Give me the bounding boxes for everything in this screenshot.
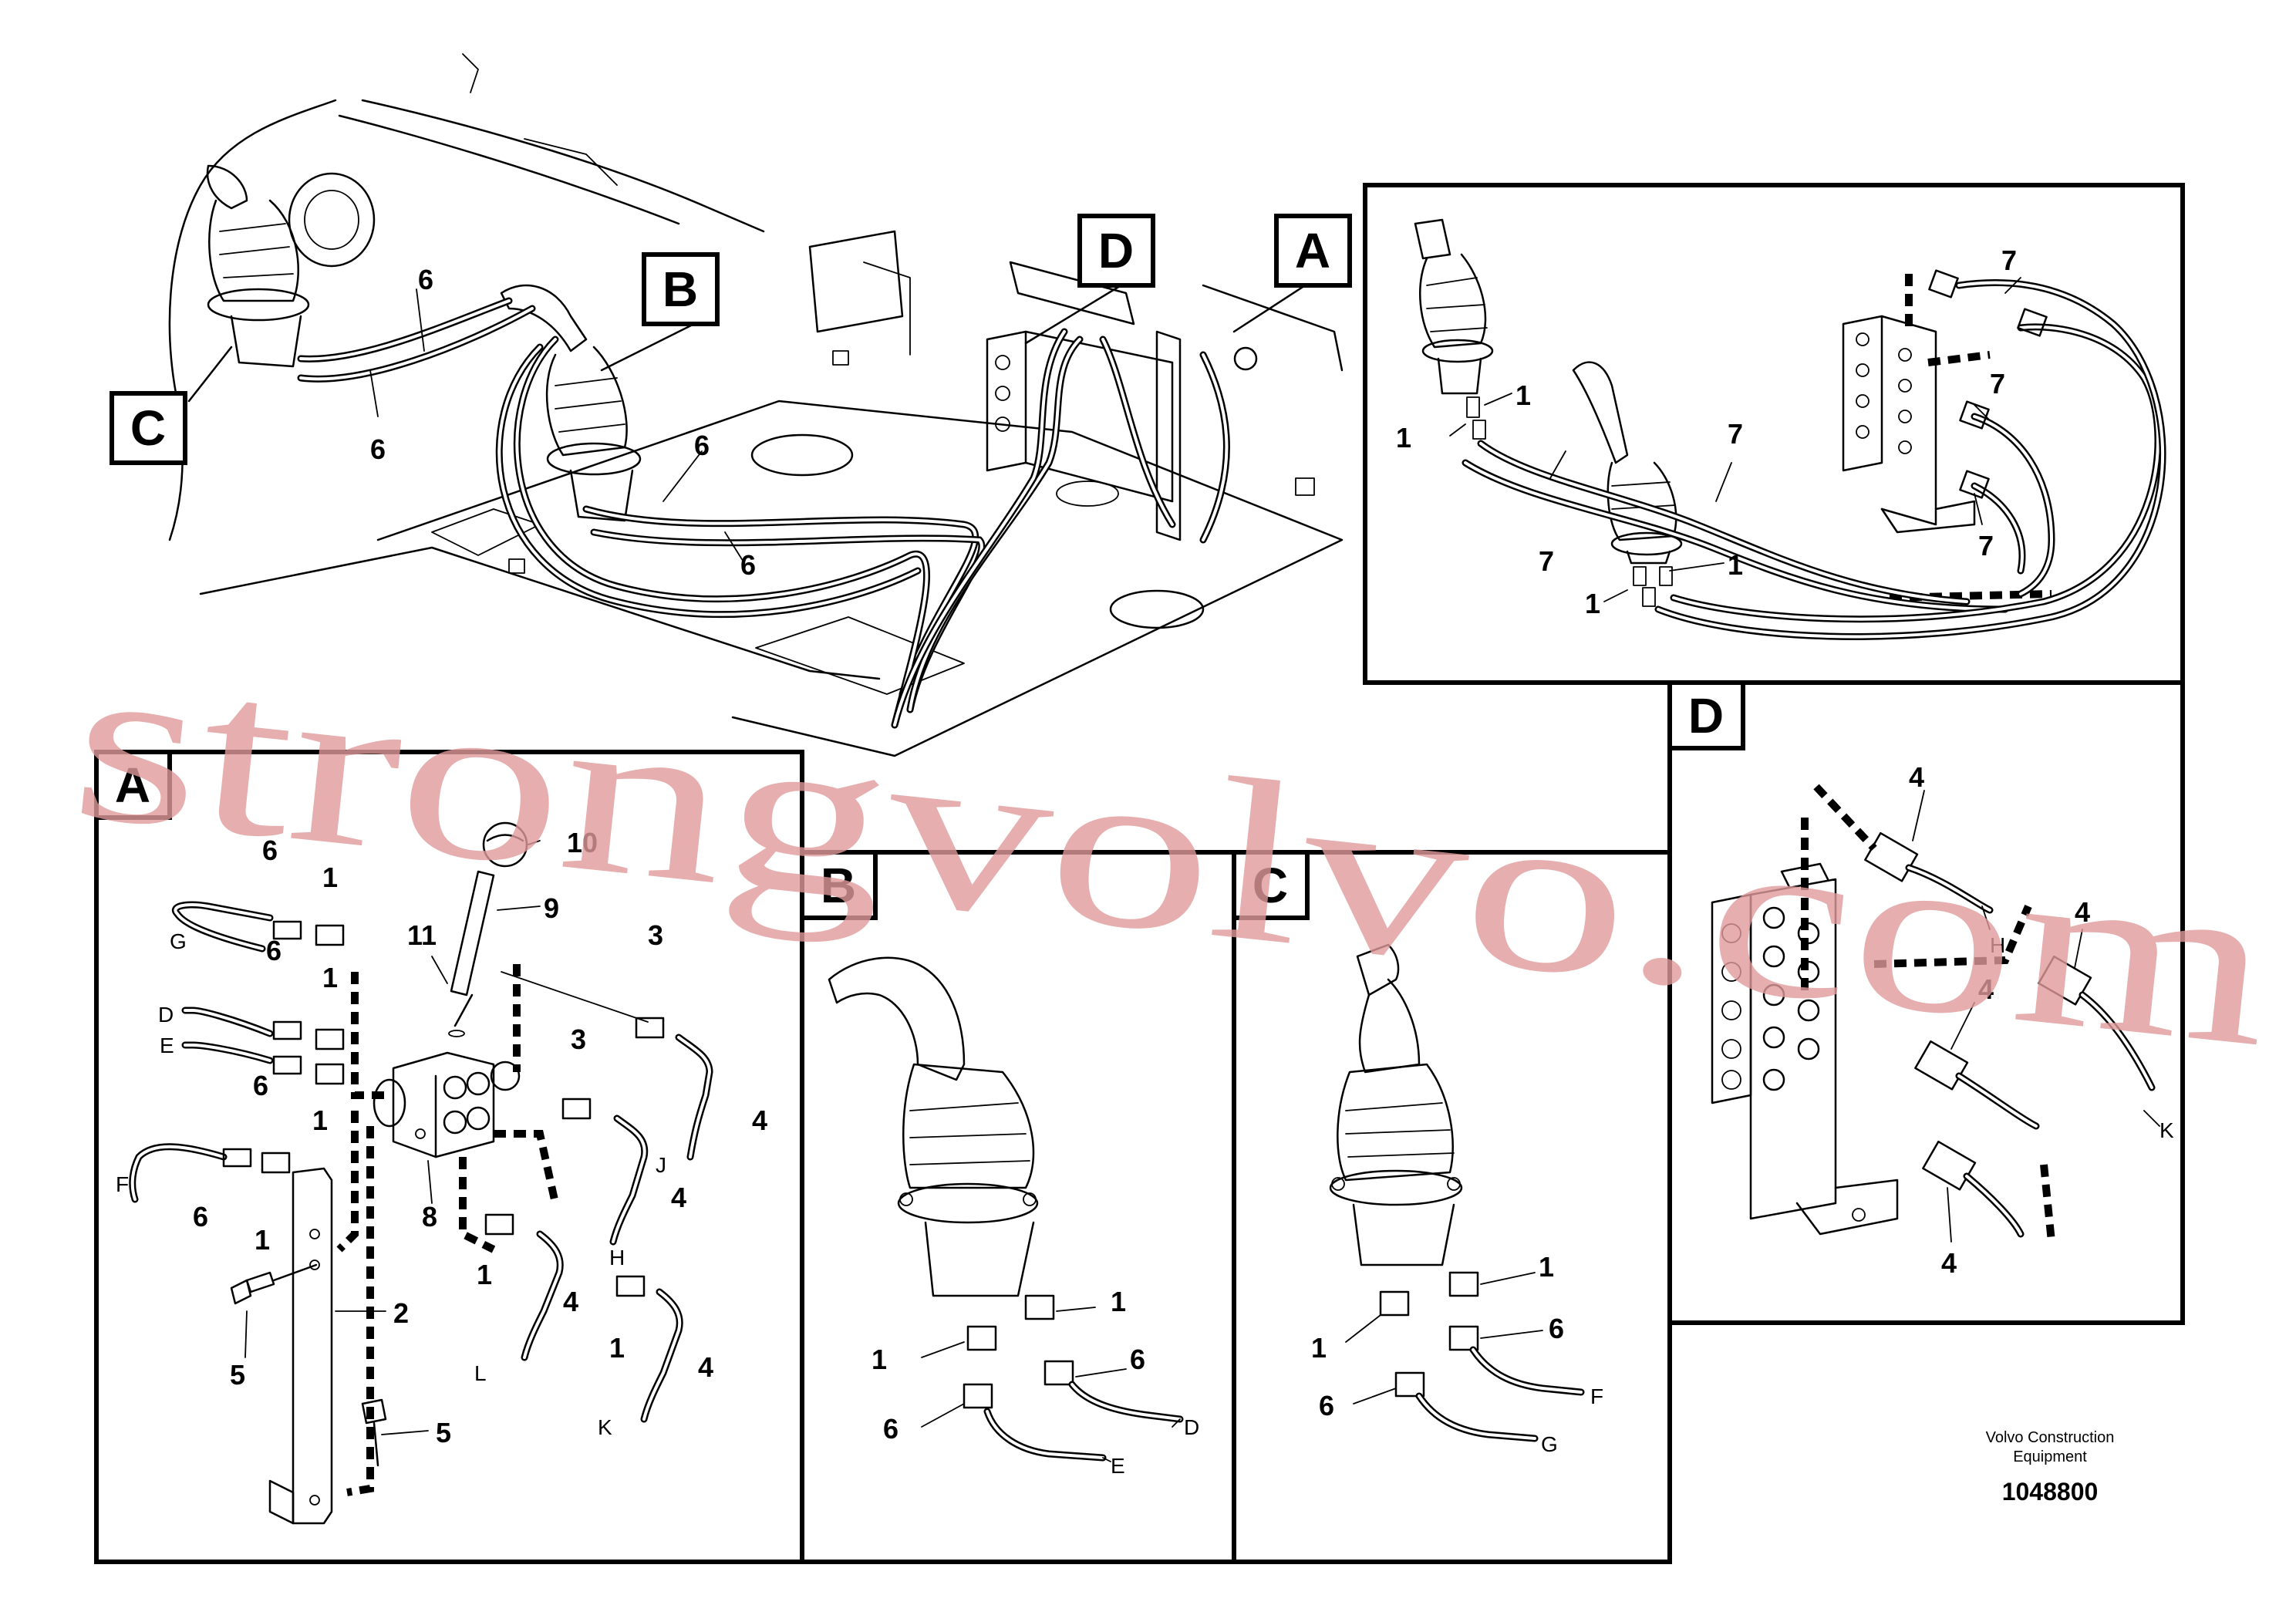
panel-a-label-6-d: 6	[193, 1201, 208, 1233]
panel-label-box-b	[800, 850, 878, 920]
panel-label-box-c	[1232, 850, 1310, 920]
panel-a-hose-j: J	[656, 1153, 666, 1177]
panel-a-label-1-b: 1	[322, 962, 338, 993]
overview-label-6-d: 6	[740, 549, 756, 581]
panel-a-label-6-c: 6	[253, 1070, 268, 1101]
panel-b-label-1-b: 1	[872, 1344, 887, 1375]
panel-a-label-1-f: 1	[609, 1332, 625, 1364]
top-right-label-7-e: 7	[1539, 545, 1554, 577]
top-right-label-1-b: 1	[1396, 422, 1411, 454]
panel-c-label-1-a: 1	[1539, 1251, 1554, 1283]
panel-a-label-1-d: 1	[255, 1224, 270, 1256]
panel-c-hose-f: F	[1590, 1384, 1603, 1408]
panel-b-illustration	[828, 956, 1184, 1462]
top-right-label-7-c: 7	[1978, 530, 1994, 561]
top-right-label-1-c: 1	[1728, 549, 1743, 581]
panel-a-label-6-b: 6	[266, 935, 282, 966]
manufacturer-line-1: Volvo Construction	[1986, 1429, 2115, 1446]
panel-a-label-2: 2	[393, 1297, 409, 1329]
panel-a-label-4-c: 4	[563, 1286, 578, 1317]
detail-panel-c	[1232, 850, 1672, 1564]
panel-d-illustration	[1711, 784, 2160, 1243]
overview-label-6-c: 6	[694, 430, 710, 461]
top-right-label-1-a: 1	[1515, 379, 1531, 411]
overview-label-6-a: 6	[418, 264, 433, 295]
panel-a-hose-h: H	[609, 1246, 625, 1270]
panel-label-a: A	[115, 757, 150, 813]
panel-a-label-4-d: 4	[698, 1351, 713, 1383]
panel-a-label-9: 9	[544, 892, 559, 924]
panel-b-hose-e: E	[1111, 1454, 1125, 1478]
callout-box-a: A	[1274, 214, 1352, 288]
overview-label-6-b: 6	[370, 433, 386, 465]
panel-d-label-4-a: 4	[1909, 761, 1924, 793]
panel-c-illustration	[1329, 943, 1585, 1442]
document-number: 1048800	[2002, 1478, 2099, 1506]
panel-a-label-5-b: 5	[436, 1417, 451, 1448]
svg-text:A: A	[1295, 223, 1330, 278]
panel-b-hose-d: D	[1184, 1415, 1199, 1439]
panel-a-label-1-e: 1	[477, 1259, 492, 1290]
panel-a-hose-l: L	[474, 1361, 487, 1385]
panel-d-hose-h: H	[1990, 933, 2005, 957]
panel-a-hose-e: E	[160, 1034, 174, 1057]
panel-a-label-8: 8	[422, 1201, 437, 1233]
svg-text:B: B	[663, 261, 698, 317]
top-right-illustration	[1414, 218, 2166, 640]
panel-a-label-6-a: 6	[262, 835, 278, 866]
panel-c-label-6-b: 6	[1319, 1390, 1334, 1421]
panel-d-label-4-d: 4	[1941, 1247, 1957, 1279]
top-right-label-1-d: 1	[1585, 588, 1600, 619]
panel-a-illustration	[129, 821, 713, 1525]
panel-d-label-4-c: 4	[1978, 973, 1994, 1005]
top-right-label-7-d: 7	[1728, 418, 1743, 450]
panel-a-label-1-a: 1	[322, 862, 338, 893]
panel-a-hose-d: D	[158, 1003, 174, 1027]
panel-label-c: C	[1253, 858, 1288, 913]
panel-c-label-1-b: 1	[1311, 1332, 1327, 1364]
panel-a-label-5-a: 5	[230, 1359, 245, 1391]
callout-box-d: D	[1077, 214, 1155, 288]
overview-illustration	[168, 53, 1344, 757]
panel-b-label-6-b: 6	[883, 1413, 899, 1445]
callout-box-c: C	[110, 391, 187, 465]
panel-d-hose-k: K	[2159, 1118, 2174, 1142]
panel-d-label-4-b: 4	[2075, 896, 2090, 928]
panel-label-box-d	[1667, 680, 1745, 750]
svg-text:C: C	[130, 400, 166, 456]
panel-label-b: B	[821, 858, 856, 913]
panel-a-label-4-b: 4	[671, 1182, 686, 1213]
panel-a-hose-g: G	[170, 929, 187, 953]
panel-c-hose-g: G	[1541, 1432, 1558, 1456]
panel-label-d: D	[1688, 688, 1724, 744]
detail-panel-top-right	[1363, 183, 2185, 685]
panel-c-label-6-a: 6	[1549, 1313, 1564, 1344]
top-right-label-7-b: 7	[1990, 368, 2005, 400]
panel-b-label-1-a: 1	[1111, 1286, 1126, 1317]
panel-a-label-1-c: 1	[312, 1104, 328, 1136]
panel-a-hose-f: F	[116, 1172, 129, 1196]
panel-a-label-4-a: 4	[752, 1104, 767, 1136]
panel-a-label-3-a: 3	[648, 919, 663, 951]
manufacturer-line-2: Equipment	[2013, 1448, 2087, 1465]
panel-label-box-a	[94, 750, 172, 820]
panel-a-label-3-b: 3	[571, 1023, 586, 1055]
panel-a-label-11: 11	[407, 919, 437, 951]
svg-text:D: D	[1098, 223, 1134, 278]
panel-b-label-6-a: 6	[1130, 1344, 1145, 1375]
manufacturer-caption: Volvo Construction Equipment 1048800	[1986, 1429, 2115, 1506]
panel-a-label-10: 10	[567, 827, 598, 858]
callout-box-b: B	[642, 252, 720, 326]
top-right-label-7-a: 7	[2001, 244, 2017, 276]
panel-a-hose-k: K	[598, 1415, 612, 1439]
